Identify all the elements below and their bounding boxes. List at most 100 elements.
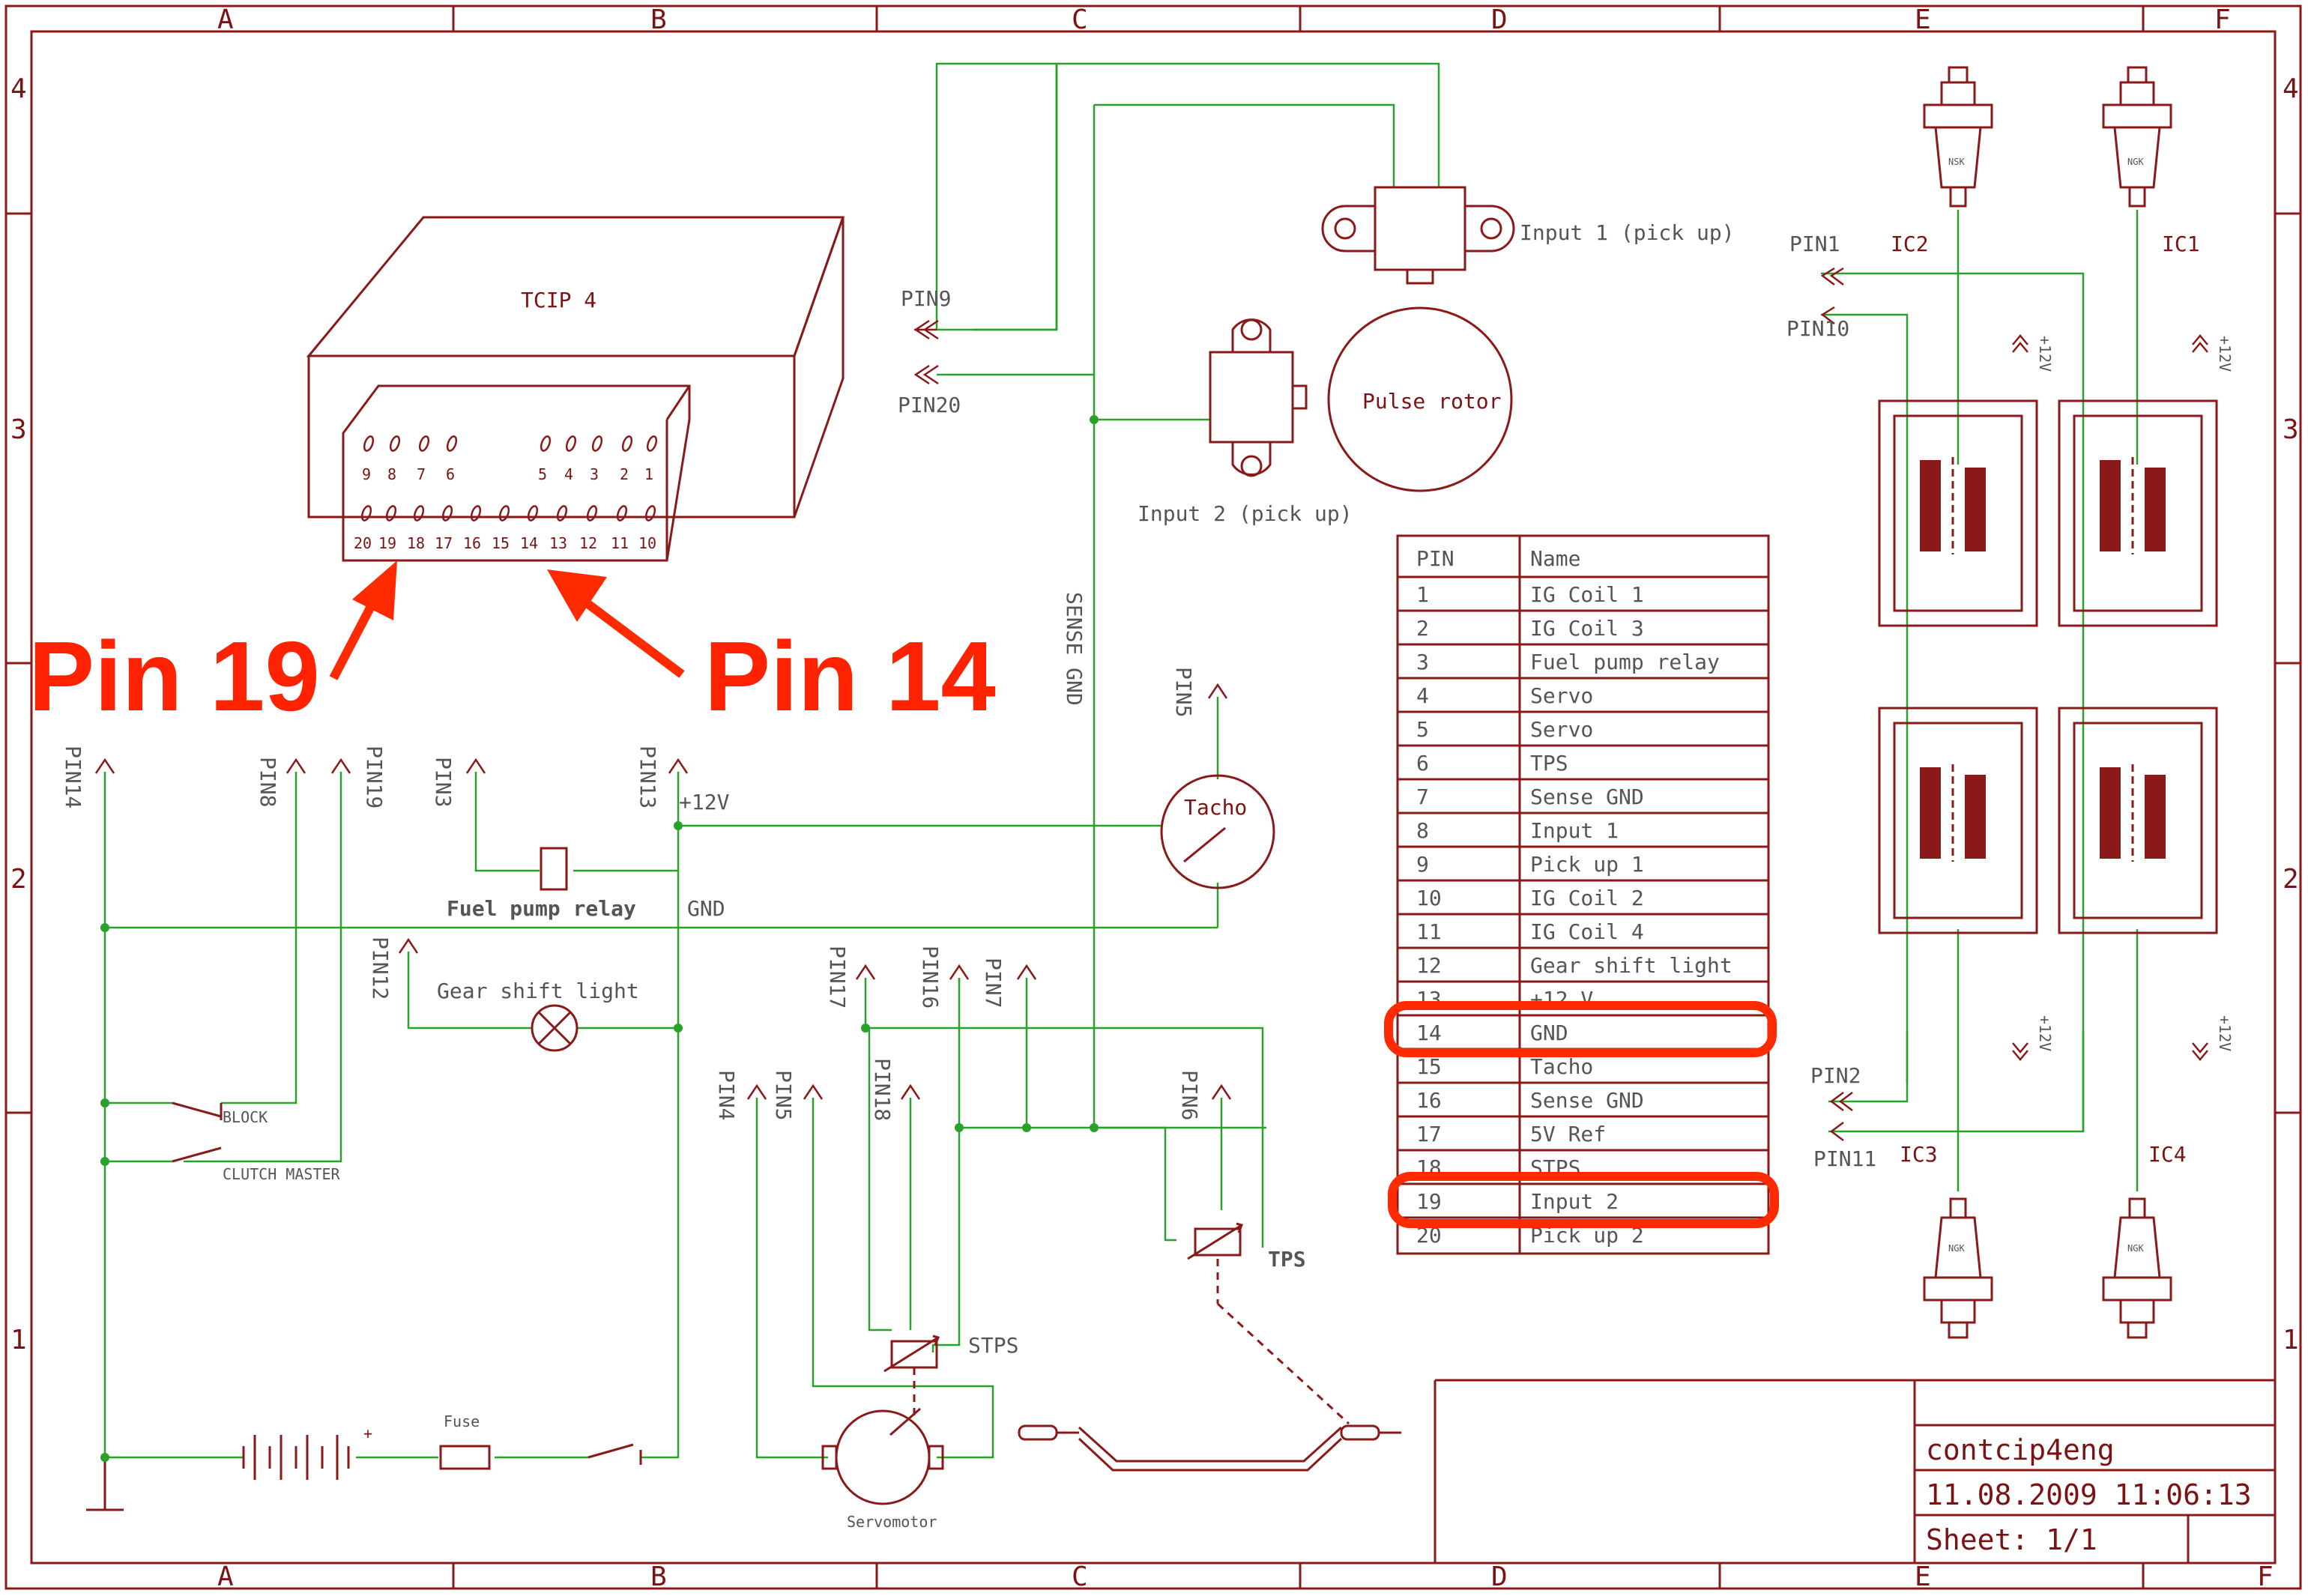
pin5-label: PIN5 <box>1171 667 1196 717</box>
pin2-terminal: PIN2 <box>1810 1063 1861 1111</box>
fuel-pump-relay: Fuel pump relay GND <box>447 847 725 921</box>
title-block-timestamp: 11.08.2009 11:06:13 <box>1926 1478 2252 1511</box>
table-pin-cell: 16 <box>1416 1088 1442 1113</box>
ecu-pin-slot <box>527 505 539 522</box>
pin4-terminal: PIN4 <box>714 1070 767 1120</box>
servomotor-label: Servomotor <box>847 1513 937 1531</box>
ecu-pin-slot <box>418 435 430 452</box>
gear-shift-light: Gear shift light <box>437 979 639 1052</box>
table-name-cell: Servo <box>1530 683 1593 708</box>
input2-label: Input 2 (pick up) <box>1138 501 1353 526</box>
col-label: D <box>1491 4 1508 35</box>
title-block-name: contcip4eng <box>1926 1433 2115 1466</box>
col-label: D <box>1491 1562 1508 1592</box>
stps-label: STPS <box>968 1333 1018 1358</box>
table-name-cell: Sense GND <box>1530 1088 1644 1113</box>
table-name-cell: Gear shift light <box>1530 953 1732 978</box>
pin9-label: PIN9 <box>901 286 951 311</box>
pin13-terminal: PIN13 +12V <box>635 746 730 814</box>
arrow-icon <box>547 569 607 622</box>
ecu-pin-number: 5 <box>538 465 547 483</box>
title-block: contcip4eng 11.08.2009 11:06:13 Sheet: 1… <box>1434 1379 2275 1563</box>
table-pin-cell: 19 <box>1416 1189 1442 1214</box>
block-label: BLOCK <box>223 1108 268 1126</box>
pin17-terminal: PIN17 <box>825 946 876 1009</box>
ecu-bottom-pin-numbers: 20 19 18 17 16 15 14 13 12 11 10 <box>354 534 656 552</box>
col-label: F <box>2257 1562 2274 1592</box>
plug-brand-label: NSK <box>1948 157 1965 167</box>
row-label: 1 <box>10 1325 27 1355</box>
ecu-pin-number: 14 <box>520 534 538 552</box>
table-pin-cell: 1 <box>1416 582 1429 607</box>
ecu-pin-number: 8 <box>387 465 396 483</box>
coil-winding <box>2145 775 2166 859</box>
pin10-terminal: PIN10 <box>1786 306 1849 341</box>
arrow-up-icon <box>2012 342 2028 353</box>
ecu-pin-number: 4 <box>564 465 573 483</box>
ecu-pin-number: 1 <box>644 465 653 483</box>
table-pin-cell: 10 <box>1416 886 1442 910</box>
table-pin-cell: 7 <box>1416 785 1429 809</box>
table-pin-cell: 14 <box>1416 1021 1442 1045</box>
tps-potentiometer: TPS <box>1187 1222 1350 1425</box>
ecu-pin-slot <box>363 435 375 452</box>
table-pin-cell: 9 <box>1416 852 1429 877</box>
col-label: A <box>217 1562 234 1592</box>
ecu-pin-number: 13 <box>549 534 567 552</box>
ecu-pin-slot <box>556 505 568 522</box>
throttle-linkage <box>1018 1424 1401 1472</box>
table-name-cell: TPS <box>1530 751 1568 776</box>
ecu-pin-number: 2 <box>620 465 629 483</box>
row-label: 1 <box>2283 1325 2299 1355</box>
col-label: A <box>217 4 234 35</box>
row-label: 4 <box>2283 73 2299 104</box>
ecu-pin-slot <box>621 435 633 452</box>
title-block-sheet: Sheet: 1/1 <box>1926 1523 2097 1556</box>
pin5b-terminal: PIN5 <box>771 1070 824 1120</box>
input1-pickup: Input 1 (pick up) <box>1321 186 1735 285</box>
table-name-cell: Servo <box>1530 717 1593 742</box>
battery-plus-label: + <box>363 1424 372 1442</box>
ecu-pin-slot <box>591 435 603 452</box>
clutch-master-switch: CLUTCH MASTER <box>172 1146 340 1183</box>
plug-brand-label: NGK <box>1948 1243 1965 1254</box>
pin14-terminal: PIN14 <box>61 746 115 808</box>
fuse: Fuse <box>439 1412 491 1470</box>
sense-gnd-label: SENSE GND <box>1062 592 1087 706</box>
ic4-label: IC4 <box>2148 1142 2187 1167</box>
coil-inner <box>2073 722 2203 919</box>
ecu-pin-number: 9 <box>362 465 371 483</box>
coil-inner <box>1893 722 2023 919</box>
ignition-coil <box>1878 399 2038 627</box>
highlight-pin19 <box>1388 1172 1779 1228</box>
ecu-pin-slot <box>360 505 372 522</box>
pin6-label: PIN6 <box>1177 1070 1202 1120</box>
table-name-cell: IG Coil 2 <box>1530 886 1644 910</box>
coil-housing <box>1878 707 2038 934</box>
plus12v-label: +12V <box>679 790 730 814</box>
ecu-pin-number: 20 <box>354 534 372 552</box>
ecu-pin-number: 18 <box>407 534 425 552</box>
ecu-pin-slot <box>616 505 628 522</box>
pin3-label: PIN3 <box>431 757 456 807</box>
coil-housing <box>1878 399 2038 627</box>
table-pin-cell: 12 <box>1416 953 1442 978</box>
servo-wiring <box>755 978 1266 1459</box>
pin19-terminal: PIN19 <box>330 746 387 808</box>
coil-housing <box>2058 399 2218 627</box>
pin3-terminal: PIN3 <box>431 757 486 807</box>
col-label: C <box>1072 1562 1088 1592</box>
table-pin-cell: 11 <box>1416 919 1442 944</box>
pin12-label: PIN12 <box>368 937 393 1000</box>
arrow-down-icon <box>2012 1050 2028 1061</box>
table-name-cell: IG Coil 1 <box>1530 582 1644 607</box>
ignition-coil <box>2058 707 2218 934</box>
coil-winding <box>1920 460 1941 551</box>
ecu-pin-number: 10 <box>638 534 656 552</box>
battery: + <box>242 1424 372 1480</box>
main-switch <box>587 1443 642 1465</box>
ecu-pin-number: 6 <box>446 465 455 483</box>
spark-plug-icon: NGK <box>2102 1197 2172 1339</box>
arrow-up-icon <box>2192 334 2208 345</box>
